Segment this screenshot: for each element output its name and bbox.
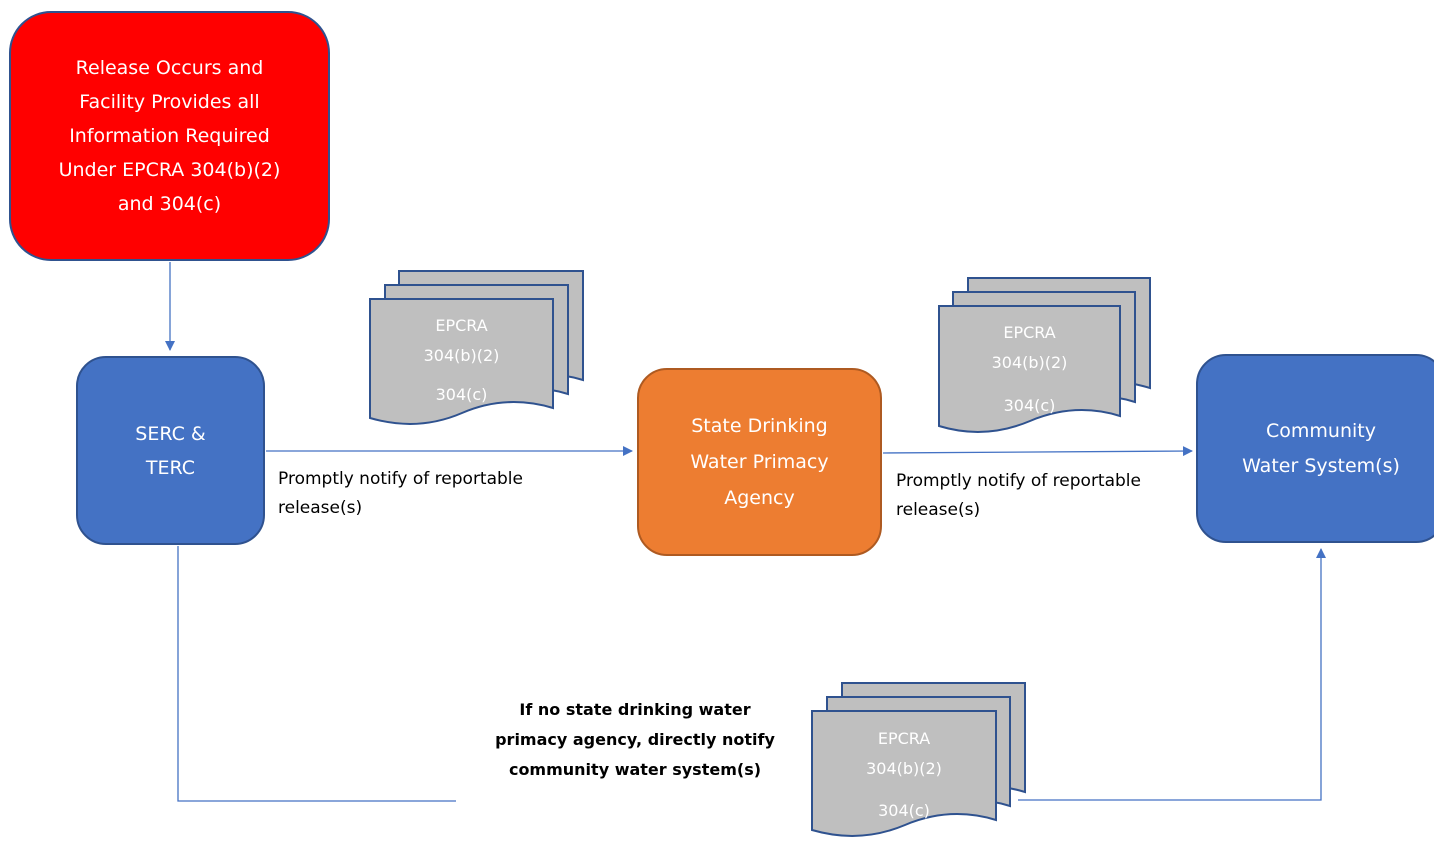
label-text-line: primacy agency, directly notify	[495, 730, 775, 749]
label-text-line: release(s)	[896, 500, 981, 520]
serc-terc-box: SERC & TERC	[76, 356, 265, 545]
document-label-1: EPCRA 304(b)(2) 304(c)	[370, 311, 553, 410]
label-text-line: release(s)	[278, 498, 363, 518]
document-stack-2	[938, 277, 1151, 433]
document-stack-3	[811, 682, 1026, 837]
document-stack-1	[369, 270, 584, 425]
document-page-front	[369, 298, 554, 425]
document-text-line: 304(b)(2)	[423, 346, 500, 365]
label-text-line: If no state drinking water	[519, 700, 751, 719]
box-text-line: SERC &	[135, 422, 206, 445]
label-text-line: community water system(s)	[508, 760, 762, 779]
box-text-line: Release Occurs and	[75, 57, 264, 79]
document-text-line: EPCRA	[1003, 323, 1056, 342]
box-text-line: Community	[1266, 419, 1376, 442]
document-text-line: EPCRA	[877, 729, 931, 748]
box-text-line: Information Required	[69, 125, 270, 147]
box-text-line: Agency	[724, 487, 795, 509]
label-direct-notify: If no state drinking water primacy agenc…	[470, 695, 800, 785]
box-text-line: and 304(c)	[117, 193, 222, 215]
box-text-line: State Drinking	[691, 415, 828, 437]
state-primacy-agency-box: State Drinking Water Primacy Agency	[637, 368, 882, 556]
box-text-line: Under EPCRA 304(b)(2)	[58, 159, 281, 181]
document-text-line: 304(c)	[1003, 396, 1056, 415]
box-text-line: Water System(s)	[1242, 454, 1400, 477]
box-text-line: Water Primacy	[690, 451, 829, 473]
document-text-line: 304(c)	[878, 801, 930, 820]
connector-serc-bottom-left	[177, 546, 456, 802]
box-text-line: Facility Provides all	[79, 91, 260, 113]
document-text-line: 304(b)(2)	[991, 353, 1068, 372]
box-text-line: TERC	[145, 456, 196, 479]
label-text-line: Promptly notify of reportable	[278, 469, 523, 489]
document-text-line: 304(c)	[435, 385, 488, 404]
arrow-direct-to-cws	[1018, 548, 1326, 801]
document-text-line: EPCRA	[435, 316, 488, 335]
arrow-state-to-cws	[882, 446, 1193, 457]
document-label-2: EPCRA 304(b)(2) 304(c)	[939, 318, 1120, 421]
document-label-3: EPCRA 304(b)(2) 304(c)	[812, 724, 996, 826]
community-water-system-box: Community Water System(s)	[1196, 354, 1434, 543]
label-text-line: Promptly notify of reportable	[896, 471, 1141, 491]
label-serc-to-state: Promptly notify of reportable release(s)	[278, 465, 523, 523]
document-text-line: 304(b)(2)	[866, 759, 942, 778]
document-page-front	[938, 305, 1121, 433]
document-page-front	[811, 710, 997, 837]
release-occurs-box: Release Occurs and Facility Provides all…	[9, 11, 330, 261]
label-state-to-cws: Promptly notify of reportable release(s)	[896, 467, 1141, 525]
